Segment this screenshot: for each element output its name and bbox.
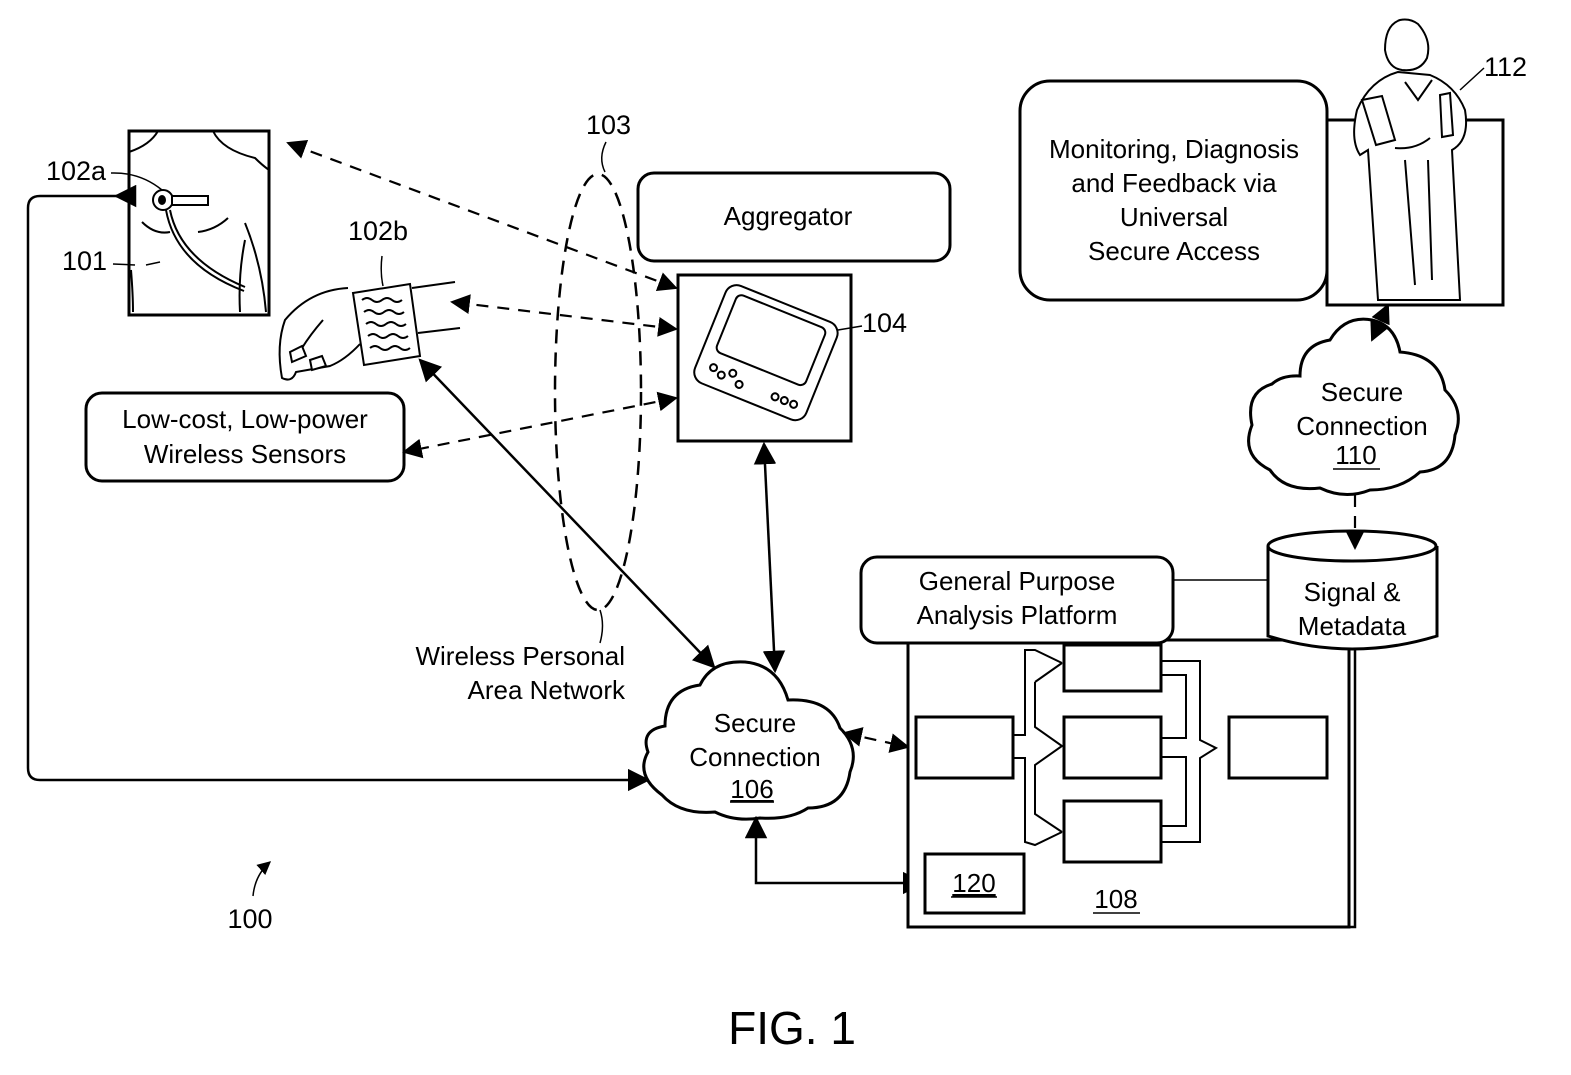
monitoring-line4: Secure Access (1088, 236, 1260, 266)
wpan-label-line1: Wireless Personal (415, 641, 625, 671)
link-wrist-secure106 (420, 360, 714, 667)
ref-112: 112 (1484, 52, 1527, 82)
link-secure106-module120 (756, 818, 923, 883)
link-wrist-aggregator (452, 302, 676, 329)
sensors-label-line2: Wireless Sensors (144, 439, 346, 469)
output-module-box (1229, 717, 1327, 778)
aggregator-device-illustration (678, 275, 851, 441)
ref-100: 100 (227, 904, 272, 934)
link-aggregator-secure106 (764, 444, 775, 671)
secure110-line2: Connection (1296, 411, 1428, 441)
processing-module-1 (1064, 645, 1161, 691)
monitoring-line1: Monitoring, Diagnosis (1049, 134, 1299, 164)
platform-title-line1: General Purpose (919, 566, 1116, 596)
secure-connection-110-cloud: Secure Connection 110 (1249, 319, 1459, 494)
ref-102a: 102a (46, 156, 107, 186)
clinician-panel: Monitoring, Diagnosis and Feedback via U… (1020, 20, 1503, 306)
figure-caption: FIG. 1 (728, 1002, 856, 1054)
secure106-line1: Secure (714, 708, 796, 738)
database-line2: Metadata (1298, 611, 1407, 641)
secure110-ref: 110 (1335, 440, 1376, 470)
database-line1: Signal & (1304, 577, 1401, 607)
secure110-line1: Secure (1321, 377, 1403, 407)
aggregator-label: Aggregator (724, 201, 853, 231)
ref-103: 103 (586, 110, 631, 140)
ref-104: 104 (862, 308, 907, 338)
monitoring-line3: Universal (1120, 202, 1228, 232)
aggregator-label-box: Aggregator (638, 173, 950, 261)
secure-connection-106-cloud: Secure Connection 106 (644, 662, 854, 819)
ref-101: 101 (62, 246, 107, 276)
sensors-label-line1: Low-cost, Low-power (122, 404, 368, 434)
module-120-ref: 120 (952, 868, 995, 898)
input-module-box (916, 717, 1013, 778)
secure106-line2: Connection (689, 742, 821, 772)
link-secure106-platform (844, 733, 908, 747)
platform-ref-108: 108 (1094, 884, 1137, 914)
signal-metadata-database: Signal & Metadata (1268, 531, 1437, 649)
processing-module-2 (1064, 717, 1161, 778)
processing-module-3 (1064, 801, 1161, 862)
link-sensors-aggregator (404, 398, 676, 452)
platform-title-line2: Analysis Platform (917, 600, 1118, 630)
wrist-sensor-illustration (280, 282, 460, 380)
ref-102b: 102b (348, 216, 408, 246)
patient-chest-illustration (129, 131, 269, 315)
secure106-ref: 106 (730, 774, 773, 804)
link-chest-aggregator (288, 143, 676, 288)
monitoring-line2: and Feedback via (1071, 168, 1277, 198)
sensors-label-box: Low-cost, Low-power Wireless Sensors (86, 393, 404, 481)
wpan-label-line2: Area Network (468, 675, 626, 705)
